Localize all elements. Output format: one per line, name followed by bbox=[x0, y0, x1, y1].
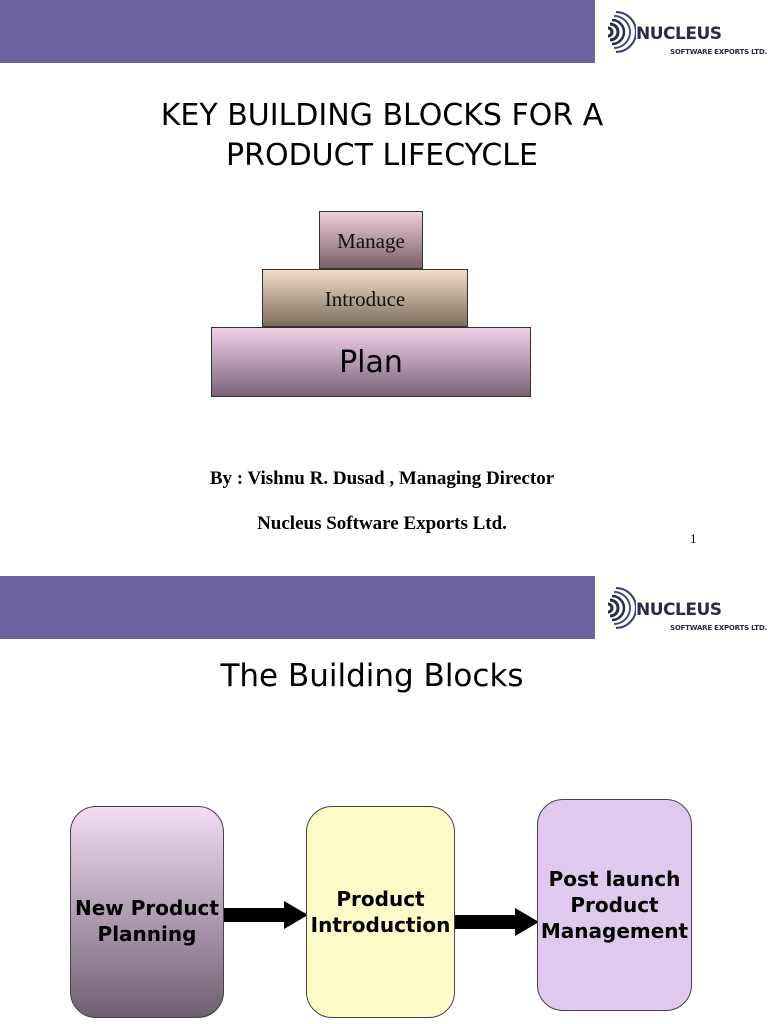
logo-subtitle: SOFTWARE EXPORTS LTD. bbox=[670, 48, 767, 56]
slide-divider bbox=[0, 568, 768, 576]
block-introduce: Introduce bbox=[262, 269, 468, 327]
header-band bbox=[0, 576, 595, 639]
slide-title: KEY BUILDING BLOCKS FOR A PRODUCT LIFECY… bbox=[160, 98, 604, 173]
spiral-logo-icon bbox=[607, 11, 636, 53]
logo-subtitle: SOFTWARE EXPORTS LTD. bbox=[670, 624, 767, 632]
author-byline: By : Vishnu R. Dusad , Managing Director bbox=[209, 468, 555, 489]
company-name: Nucleus Software Exports Ltd. bbox=[257, 513, 507, 534]
block-plan: Plan bbox=[211, 327, 531, 397]
arrow-right-icon bbox=[455, 908, 539, 936]
page-number: 1 bbox=[690, 531, 697, 546]
nucleus-logo: NUCLEUS SOFTWARE EXPORTS LTD. bbox=[596, 576, 768, 639]
box-label: Product Introduction bbox=[310, 887, 451, 937]
slide-1: NUCLEUS SOFTWARE EXPORTS LTD. KEY BUILDI… bbox=[0, 0, 768, 546]
spiral-logo-icon bbox=[607, 587, 636, 629]
nucleus-logo: NUCLEUS SOFTWARE EXPORTS LTD. bbox=[596, 0, 768, 63]
slide-2: NUCLEUS SOFTWARE EXPORTS LTD. The Buildi… bbox=[0, 576, 768, 1024]
logo-name: NUCLEUS bbox=[636, 24, 722, 44]
arrow-right-icon bbox=[224, 901, 308, 929]
block-manage: Manage bbox=[319, 211, 423, 269]
box-new-product-planning: New Product Planning bbox=[70, 806, 224, 1018]
box-label: New Product Planning bbox=[75, 896, 219, 946]
slide-title: The Building Blocks bbox=[220, 658, 524, 694]
header-band bbox=[0, 0, 595, 63]
logo-name: NUCLEUS bbox=[636, 600, 722, 620]
box-label: Post launch Product Management bbox=[540, 867, 689, 943]
box-product-introduction: Product Introduction bbox=[306, 806, 455, 1018]
box-post-launch-product-management: Post launch Product Management bbox=[537, 799, 692, 1011]
